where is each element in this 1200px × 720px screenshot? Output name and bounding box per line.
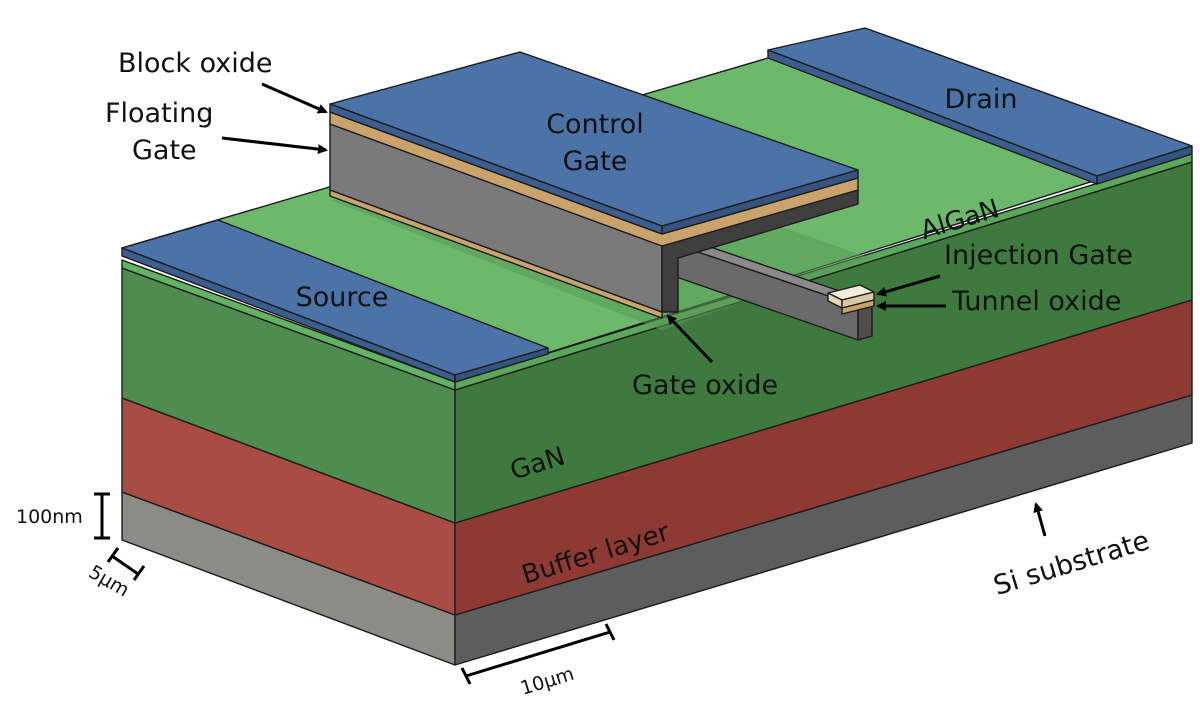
scale-thickness-label: 100nm [16,506,83,528]
scale-bar-thickness [94,492,110,540]
floating-gate-label-line2: Gate [132,135,197,166]
gate-oxide-label: Gate oxide [632,370,778,401]
floating-gate-label: Floating [105,98,213,129]
drain-electrode [767,27,1193,185]
block-oxide-arrow [261,82,328,114]
si-substrate-arrow [1033,502,1047,537]
control-gate-label-line2: Gate [563,146,628,177]
scale-bar-depth [106,547,146,581]
injection-gate-arrow [876,274,941,297]
block-oxide-label: Block oxide [118,48,273,79]
injection-gate-label: Injection Gate [944,240,1133,271]
scale-width-label: 10μm [518,663,577,700]
control-gate [329,51,859,235]
si-substrate-label: Si substrate [990,525,1153,602]
source-label: Source [296,282,389,313]
tunnel-oxide-label: Tunnel oxide [951,286,1121,317]
source-electrode [121,219,549,383]
tunnel-oxide [841,299,875,315]
gate-oxide-arrow [666,314,714,364]
scale-bar-width [460,623,616,685]
drain-label: Drain [944,84,1017,115]
control-gate-label: Control [546,109,644,140]
floating-gate-arrow [221,136,328,155]
